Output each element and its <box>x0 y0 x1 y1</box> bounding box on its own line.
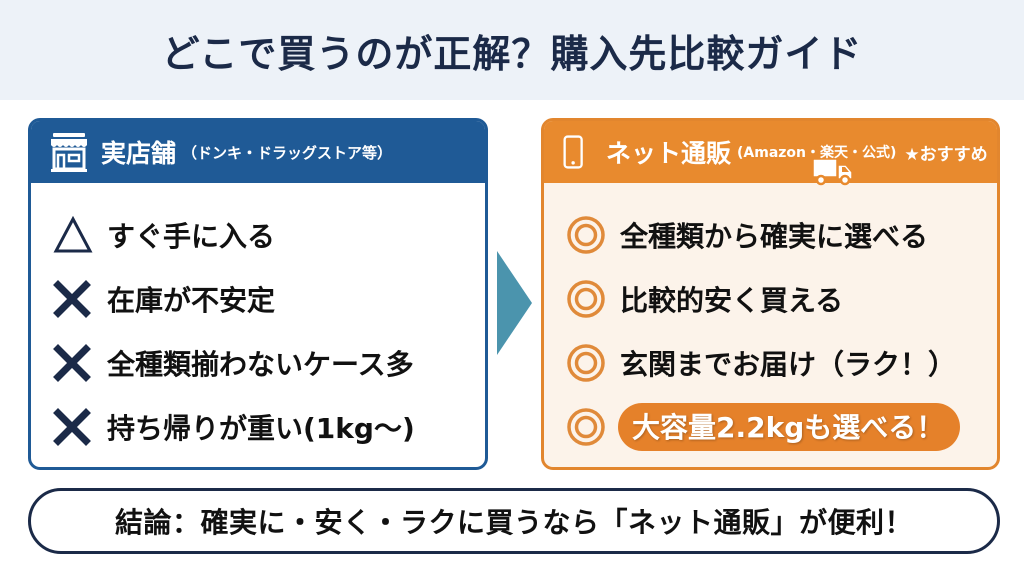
double-circle-icon <box>566 405 614 449</box>
page-title: どこで買うのが正解？購入先比較ガイド <box>161 31 863 76</box>
cross-icon <box>53 341 101 385</box>
store-panel-title: 実店舗 <box>101 139 177 168</box>
online-item-text: 玄関までお届け（ラク！） <box>620 348 957 381</box>
store-items-list: すぐ手に入る 在庫が不安定 全種類揃わないケース多 持ち帰りが重い(1kg〜) <box>31 183 485 459</box>
online-panel-header: ネット通販 (Amazon・楽天・公式) ★おすすめ <box>544 121 997 186</box>
store-item-text: 持ち帰りが重い(1kg〜) <box>107 412 415 445</box>
highlight-pill: 大容量2.2kgも選べる！ <box>618 403 961 451</box>
store-panel-subtitle: （ドンキ・ドラッグストア等） <box>182 143 393 162</box>
list-item: 比較的安く買える <box>566 267 997 331</box>
online-item-text: 全種類から確実に選べる <box>620 220 929 253</box>
list-item: 大容量2.2kgも選べる！ <box>566 395 997 459</box>
conclusion-banner: 結論：確実に・安く・ラクに買うなら「ネット通販」が便利！ <box>28 488 1000 554</box>
conclusion-text: 結論：確実に・安く・ラクに買うなら「ネット通販」が便利！ <box>114 506 913 539</box>
online-panel-subtitle: (Amazon・楽天・公式) <box>737 145 897 161</box>
online-panel-title: ネット通販 <box>606 139 732 168</box>
triangle-icon <box>53 213 101 257</box>
online-item-text: 比較的安く買える <box>620 284 844 317</box>
list-item: 玄関までお届け（ラク！） <box>566 331 997 395</box>
header-band: どこで買うのが正解？購入先比較ガイド <box>0 0 1024 100</box>
store-item-text: 全種類揃わないケース多 <box>107 348 414 381</box>
store-panel: 実店舗 （ドンキ・ドラッグストア等） すぐ手に入る 在庫が不安定 全種類揃わない… <box>28 118 488 470</box>
recommend-badge: ★おすすめ <box>904 144 988 165</box>
list-item: 在庫が不安定 <box>53 267 485 331</box>
store-icon <box>51 133 87 172</box>
truck-icon <box>812 158 853 186</box>
double-circle-icon <box>566 341 614 385</box>
list-item: 全種類から確実に選べる <box>566 203 997 267</box>
smartphone-icon <box>563 135 583 169</box>
store-item-text: 在庫が不安定 <box>107 284 276 317</box>
double-circle-icon <box>566 213 614 257</box>
arrow-right-icon <box>497 251 532 355</box>
list-item: 持ち帰りが重い(1kg〜) <box>53 395 485 459</box>
online-panel: ネット通販 (Amazon・楽天・公式) ★おすすめ 全種類から確実に選べる 比… <box>541 118 1000 470</box>
list-item: 全種類揃わないケース多 <box>53 331 485 395</box>
double-circle-icon <box>566 277 614 321</box>
list-item: すぐ手に入る <box>53 203 485 267</box>
online-items-list: 全種類から確実に選べる 比較的安く買える 玄関までお届け（ラク！） 大容量2.2… <box>544 183 997 459</box>
cross-icon <box>53 277 101 321</box>
cross-icon <box>53 405 101 449</box>
store-panel-header: 実店舗 （ドンキ・ドラッグストア等） <box>31 121 485 183</box>
store-item-text: すぐ手に入る <box>107 220 276 253</box>
